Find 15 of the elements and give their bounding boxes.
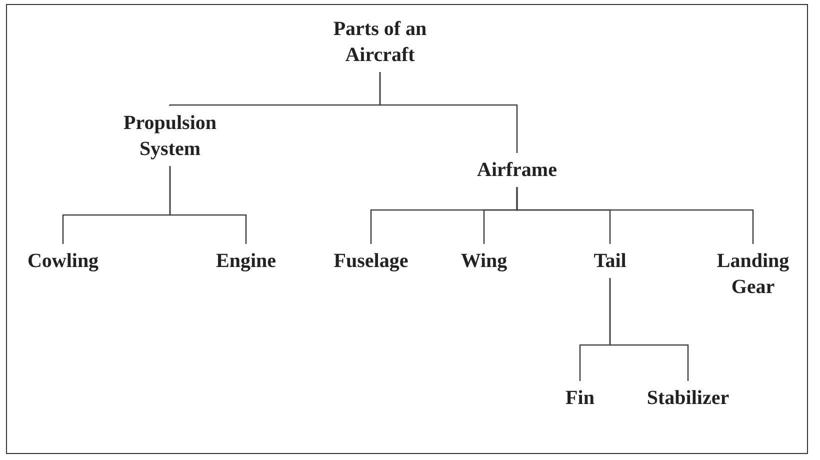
node-label: Wing bbox=[460, 249, 508, 274]
node-label: Landing Gear bbox=[716, 249, 790, 300]
node-label: Cowling bbox=[27, 249, 99, 274]
node-label: Engine bbox=[216, 249, 276, 274]
node-label: Parts of an Aircraft bbox=[332, 17, 428, 68]
node-label: Propulsion System bbox=[122, 111, 218, 162]
node-label: Fuselage bbox=[334, 249, 408, 274]
connector-line bbox=[516, 187, 754, 244]
connector-line bbox=[169, 166, 247, 244]
node-label: Stabilizer bbox=[646, 386, 730, 411]
connector-line bbox=[609, 278, 689, 381]
connector-line bbox=[379, 72, 518, 153]
node-label: Fin bbox=[566, 386, 594, 411]
node-label: Airframe bbox=[477, 158, 557, 183]
node-label: Tail bbox=[594, 249, 626, 274]
